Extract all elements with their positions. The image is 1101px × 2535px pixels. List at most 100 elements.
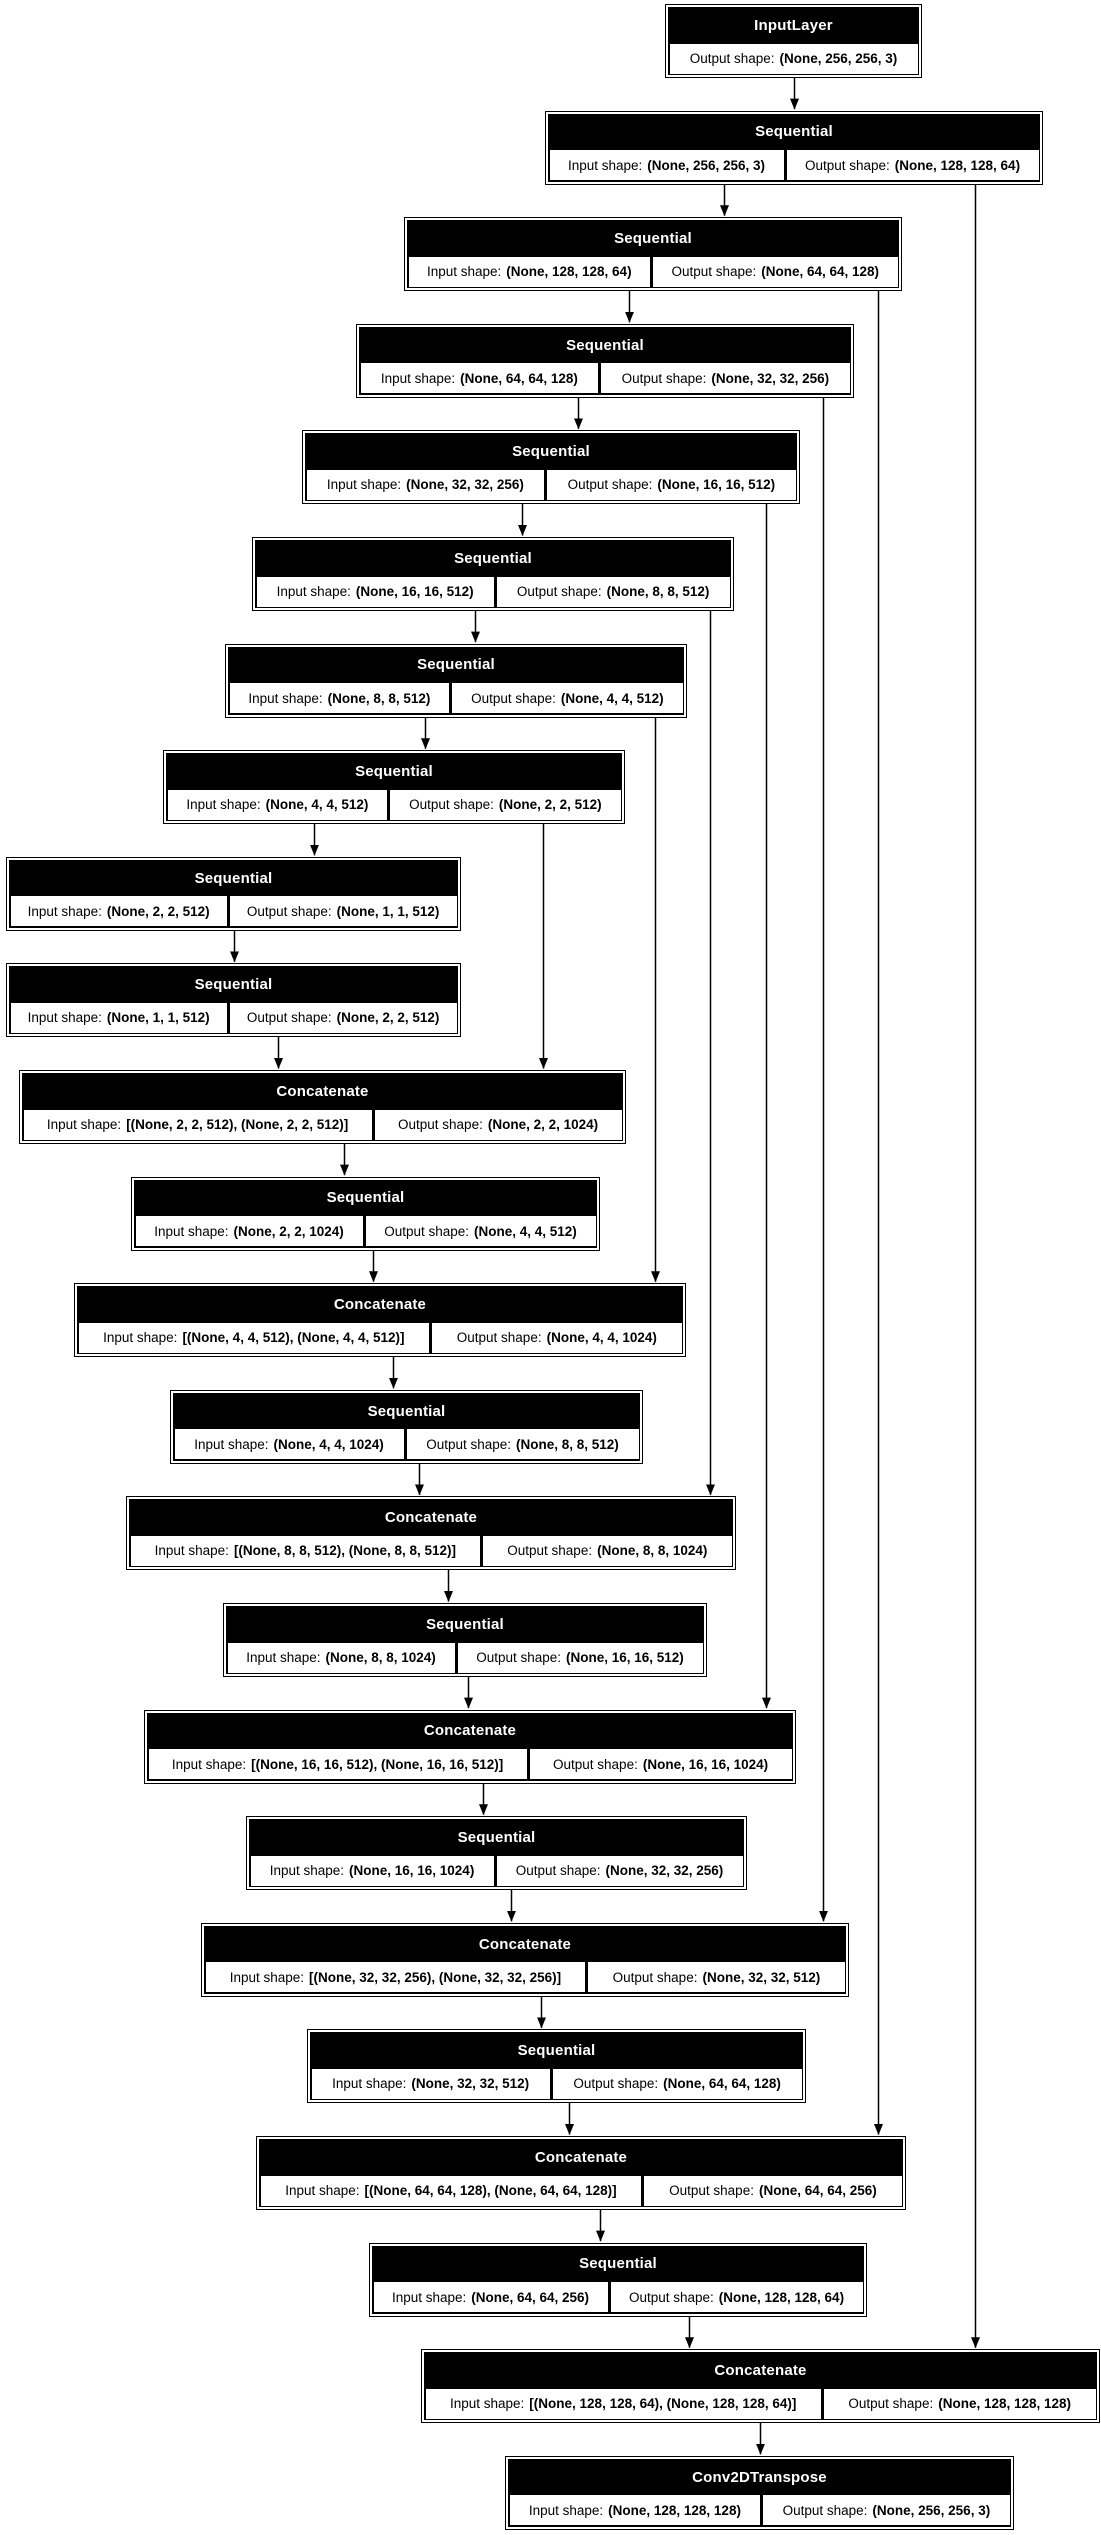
output-shape-value: (None, 128, 128, 128): [938, 2396, 1072, 2412]
input-shape-value: (None, 32, 32, 512): [411, 2076, 530, 2092]
layer-input-shape: Input shape: (None, 64, 64, 256): [373, 2282, 608, 2313]
input-shape-value: (None, 64, 64, 128): [460, 370, 578, 386]
output-shape-value: (None, 4, 4, 1024): [546, 1330, 657, 1346]
input-shape-value: (None, 4, 4, 1024): [273, 1436, 384, 1452]
layer-node-sequential: Sequential Input shape: (None, 32, 32, 5…: [307, 2029, 806, 2104]
layer-node-sequential: Sequential Input shape: (None, 64, 64, 1…: [356, 323, 854, 398]
layer-shape-row: Input shape: (None, 32, 32, 512) Output …: [311, 2068, 802, 2099]
layer-input-shape: Input shape: [(None, 128, 128, 64), (Non…: [425, 2388, 821, 2419]
layer-node-sequential: Sequential Input shape: (None, 2, 2, 512…: [6, 856, 461, 931]
layer-title: Concatenate: [333, 1295, 427, 1313]
input-shape-value: (None, 16, 16, 512): [355, 584, 474, 599]
layer-output-shape: Output shape: (None, 2, 2, 1024): [374, 1109, 622, 1140]
layer-title: Concatenate: [534, 2148, 628, 2166]
layer-shape-row: Input shape: (None, 8, 8, 512) Output sh…: [229, 683, 683, 714]
layer-output-shape: Output shape: (None, 128, 128, 128): [823, 2388, 1096, 2419]
input-shape-value: (None, 1, 1, 512): [106, 1010, 210, 1026]
output-shape-value: (None, 8, 8, 512): [516, 1436, 619, 1452]
layer-node-sequential: Sequential Input shape: (None, 2, 2, 102…: [131, 1176, 600, 1251]
layer-output-shape: Output shape: (None, 64, 64, 256): [644, 2175, 902, 2206]
output-shape-label: Output shape:: [507, 1543, 593, 1559]
layer-node-concatenate: Concatenate Input shape: [(None, 4, 4, 5…: [74, 1283, 686, 1358]
layer-title: Concatenate: [423, 1722, 517, 1740]
input-shape-label: Input shape:: [269, 1863, 344, 1879]
layer-input-shape: Input shape: [(None, 32, 32, 256), (None…: [205, 1962, 586, 1993]
input-shape-label: Input shape:: [567, 157, 643, 173]
layer-shape-row: Input shape: (None, 4, 4, 512) Output sh…: [167, 789, 621, 820]
layer-input-shape: Input shape: (None, 4, 4, 512): [167, 789, 388, 820]
input-shape-value: (None, 32, 32, 256): [406, 477, 524, 493]
output-shape-label: Output shape:: [398, 1117, 483, 1132]
layer-output-shape: Output shape: (None, 16, 16, 512): [547, 469, 796, 500]
output-shape-label: Output shape:: [516, 584, 602, 599]
layer-node-concatenate: Concatenate Input shape: [(None, 32, 32,…: [201, 1922, 849, 1997]
layer-title: Sequential: [579, 2255, 657, 2273]
layer-title: InputLayer: [754, 16, 833, 34]
layer-shape-row: Input shape: (None, 4, 4, 1024) Output s…: [174, 1429, 639, 1460]
layer-output-shape: Output shape: (None, 8, 8, 512): [406, 1429, 639, 1460]
input-shape-value: [(None, 8, 8, 512), (None, 8, 8, 512)]: [233, 1543, 457, 1559]
layer-node-concatenate: Concatenate Input shape: [(None, 8, 8, 5…: [126, 1496, 736, 1571]
output-shape-label: Output shape:: [669, 2183, 754, 2198]
layer-title: Concatenate: [478, 1935, 572, 1953]
output-shape-label: Output shape:: [804, 157, 890, 173]
layer-output-shape: Output shape: (None, 64, 64, 128): [653, 256, 898, 287]
input-shape-label: Input shape:: [154, 1543, 229, 1559]
output-shape-value: (None, 64, 64, 128): [663, 2076, 781, 2092]
output-shape-value: (None, 16, 16, 512): [566, 1650, 684, 1665]
output-shape-label: Output shape:: [476, 1650, 561, 1665]
output-shape-value: (None, 256, 256, 3): [779, 51, 898, 66]
layer-input-shape: Input shape: [(None, 16, 16, 512), (None…: [148, 1749, 527, 1780]
layer-node-concatenate: Concatenate Input shape: [(None, 128, 12…: [421, 2349, 1100, 2424]
input-shape-value: (None, 256, 256, 3): [647, 157, 766, 173]
layer-title: Sequential: [194, 976, 273, 994]
layer-input-shape: Input shape: (None, 16, 16, 512): [256, 576, 494, 607]
layer-input-shape: Input shape: [(None, 8, 8, 512), (None, …: [130, 1535, 481, 1566]
output-shape-label: Output shape:: [628, 2289, 714, 2305]
layer-input-shape: Input shape: (None, 128, 128, 128): [509, 2495, 761, 2526]
input-shape-label: Input shape:: [186, 797, 261, 813]
input-shape-label: Input shape:: [276, 584, 351, 599]
layer-input-shape: Input shape: (None, 2, 2, 1024): [135, 1216, 363, 1247]
input-shape-value: (None, 16, 16, 1024): [349, 1863, 475, 1879]
layer-input-shape: Input shape: (None, 32, 32, 256): [306, 469, 545, 500]
output-shape-label: Output shape:: [456, 1330, 542, 1346]
input-shape-label: Input shape:: [27, 903, 102, 919]
input-shape-label: Input shape:: [246, 1650, 321, 1665]
output-shape-label: Output shape:: [848, 2396, 934, 2412]
input-shape-value: (None, 4, 4, 512): [265, 797, 369, 813]
layer-title: Sequential: [566, 336, 644, 354]
input-shape-label: Input shape:: [194, 1436, 269, 1452]
layer-output-shape: Output shape: (None, 4, 4, 1024): [432, 1322, 682, 1353]
input-shape-value: (None, 8, 8, 512): [327, 690, 431, 706]
layer-output-shape: Output shape: (None, 32, 32, 512): [588, 1962, 845, 1993]
layer-title: Conv2DTranspose: [692, 2468, 827, 2486]
layer-node-sequential: Sequential Input shape: (None, 16, 16, 1…: [246, 1816, 747, 1891]
layer-shape-row: Input shape: (None, 2, 2, 512) Output sh…: [10, 896, 457, 927]
output-shape-value: (None, 8, 8, 1024): [597, 1543, 708, 1559]
layer-shape-row: Input shape: (None, 16, 16, 1024) Output…: [250, 1855, 743, 1886]
layer-node-concatenate: Concatenate Input shape: [(None, 2, 2, 5…: [19, 1070, 626, 1144]
input-shape-label: Input shape:: [391, 2289, 467, 2305]
output-shape-value: (None, 2, 2, 1024): [487, 1117, 599, 1132]
input-shape-label: Input shape:: [103, 1330, 178, 1346]
layer-input-shape: Input shape: (None, 8, 8, 1024): [227, 1642, 455, 1673]
layer-input-shape: Input shape: (None, 2, 2, 512): [10, 896, 227, 927]
input-shape-value: (None, 2, 2, 512): [106, 903, 210, 919]
output-shape-label: Output shape:: [573, 2076, 659, 2092]
layer-title: Concatenate: [384, 1509, 478, 1527]
layer-shape-row: Input shape: (None, 16, 16, 512) Output …: [256, 576, 730, 607]
input-shape-value: (None, 128, 128, 128): [608, 2502, 741, 2518]
input-shape-value: [(None, 64, 64, 128), (None, 64, 64, 128…: [364, 2183, 617, 2198]
layer-title: Sequential: [355, 762, 433, 780]
layer-shape-row: Input shape: (None, 32, 32, 256) Output …: [306, 469, 796, 500]
layer-output-shape: Output shape: (None, 16, 16, 1024): [529, 1749, 792, 1780]
layer-node-sequential: Sequential Input shape: (None, 128, 128,…: [404, 217, 902, 292]
layer-input-shape: Input shape: [(None, 2, 2, 512), (None, …: [23, 1109, 372, 1140]
layer-output-shape: Output shape: (None, 256, 256, 3): [669, 43, 918, 74]
output-shape-label: Output shape:: [612, 1969, 698, 1985]
layer-output-shape: Output shape: (None, 128, 128, 64): [610, 2282, 863, 2313]
layer-node-sequential: Sequential Input shape: (None, 8, 8, 102…: [223, 1603, 707, 1677]
layer-title: Sequential: [512, 443, 590, 461]
